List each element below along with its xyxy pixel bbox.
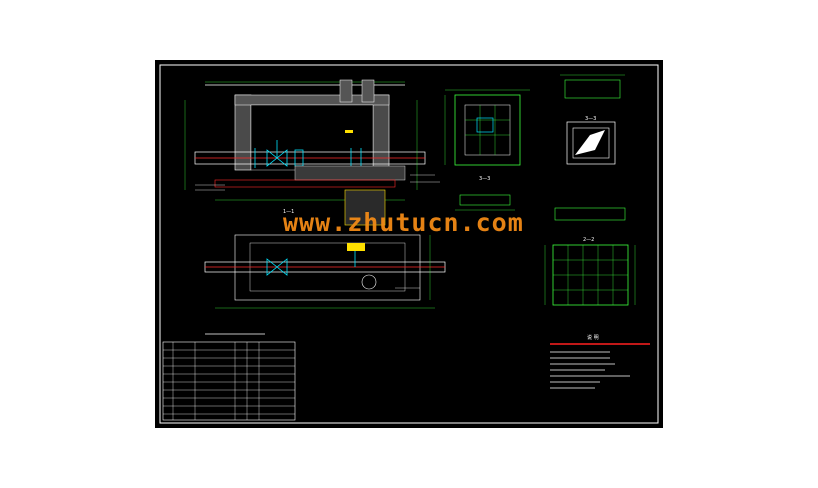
section-detail-label: 3—3 bbox=[585, 116, 596, 122]
sheet-frame bbox=[159, 64, 659, 424]
cad-drawing: 1—1 3—3 3—3 bbox=[159, 64, 659, 424]
cover-detail bbox=[560, 74, 625, 165]
detail-strip bbox=[455, 194, 515, 211]
notes-block bbox=[550, 343, 650, 389]
section-view-2-2 bbox=[544, 207, 636, 306]
plan-view bbox=[204, 234, 446, 309]
section-view-1-1 bbox=[184, 79, 440, 226]
section-view-3-3 bbox=[444, 89, 530, 166]
section-2-2-label: 2—2 bbox=[583, 237, 594, 243]
drawing-sheet: 1—1 3—3 3—3 bbox=[155, 60, 663, 428]
section-3-3-label: 3—3 bbox=[479, 176, 490, 182]
section-1-1-label: 1—1 bbox=[283, 209, 294, 215]
watermark-text: www.zhutucn.com bbox=[283, 208, 524, 237]
material-table bbox=[162, 333, 296, 421]
notes-title: 说 明 bbox=[587, 334, 599, 341]
